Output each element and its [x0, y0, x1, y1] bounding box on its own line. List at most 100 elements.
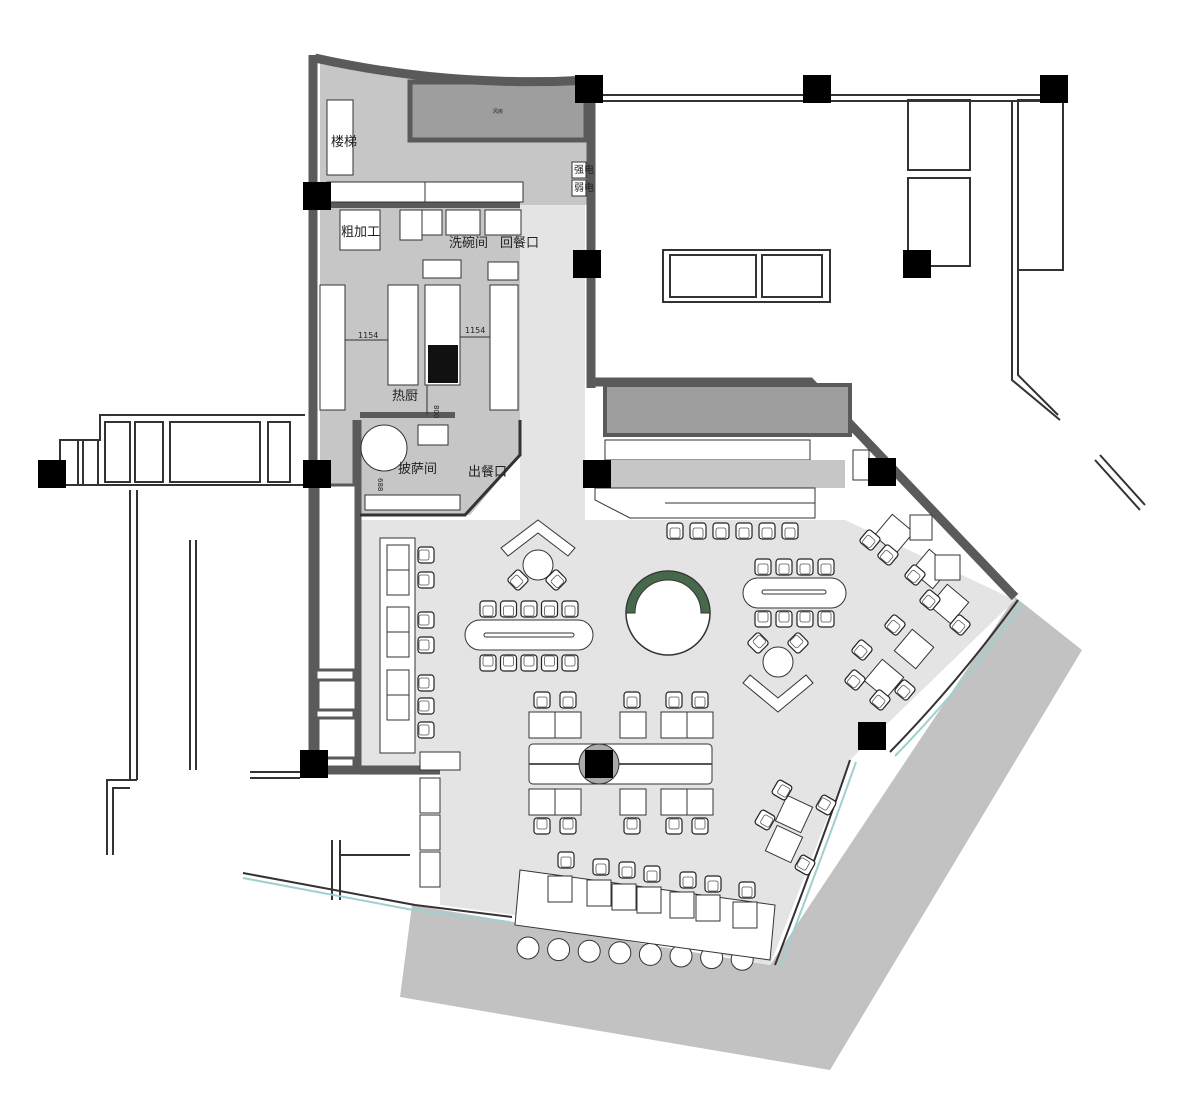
chair — [689, 522, 707, 540]
chair-cushion — [820, 563, 832, 575]
chair-seat — [559, 817, 577, 835]
chair — [817, 558, 835, 576]
chair — [561, 600, 579, 618]
chair-seat — [499, 600, 518, 618]
chair — [754, 610, 772, 628]
table — [686, 711, 714, 739]
chair-seat — [618, 861, 636, 879]
chair-cushion — [922, 594, 936, 609]
chair-cushion — [418, 574, 430, 586]
chair-cushion — [550, 574, 565, 589]
table-inlay — [761, 589, 827, 595]
chair — [417, 697, 435, 715]
chair-cushion — [509, 574, 524, 589]
strong-power-label: 强电 — [574, 163, 594, 176]
round-table — [522, 549, 554, 581]
kitchen-workbenches — [319, 161, 587, 511]
bar-stool — [516, 936, 540, 960]
chair-seat — [796, 558, 814, 576]
chair-seat — [417, 721, 435, 739]
chair-cushion — [694, 818, 706, 830]
table — [732, 901, 758, 929]
chair — [894, 679, 916, 701]
chair-seat — [533, 817, 551, 835]
chair-seat — [533, 691, 551, 709]
table — [547, 875, 573, 903]
chair-cushion — [880, 549, 894, 564]
glass-facade — [242, 599, 1023, 968]
table — [934, 554, 961, 581]
chair-cushion — [523, 605, 535, 617]
chair-seat — [520, 654, 538, 672]
stairs-label: 楼梯 — [331, 135, 357, 150]
table — [619, 711, 647, 739]
chair-cushion — [872, 694, 886, 709]
chair-cushion — [418, 614, 430, 626]
chair — [747, 632, 769, 654]
table — [774, 794, 814, 834]
chair — [775, 610, 793, 628]
chair-seat — [417, 611, 435, 629]
table — [660, 711, 688, 739]
chair-seat — [775, 558, 793, 576]
chair — [704, 875, 722, 893]
chair — [904, 564, 926, 586]
chair-cushion — [817, 797, 831, 811]
table — [619, 788, 647, 816]
chair — [771, 779, 793, 801]
chair-cushion — [799, 563, 811, 575]
column — [868, 458, 896, 486]
chair — [949, 614, 971, 636]
corner-sofa — [500, 519, 576, 557]
chair — [540, 654, 559, 672]
chair-seat — [665, 817, 683, 835]
chair-seat — [738, 881, 756, 899]
column — [573, 250, 601, 278]
weak-power-label: 弱电 — [574, 181, 594, 194]
chair — [775, 558, 793, 576]
chair — [665, 691, 683, 709]
chair-seat — [499, 654, 518, 672]
chair-seat — [623, 691, 641, 709]
table — [554, 788, 582, 816]
chair — [533, 817, 551, 835]
chair — [417, 674, 435, 692]
chair-cushion — [715, 527, 727, 539]
chair-seat — [704, 875, 722, 893]
bar-storage — [603, 383, 852, 437]
chair-cushion — [536, 818, 548, 830]
table — [554, 711, 582, 739]
chair-cushion — [646, 870, 658, 882]
chair-seat — [592, 858, 610, 876]
chair-cushion — [562, 696, 574, 708]
chair-seat — [712, 522, 730, 540]
chair-seat — [479, 600, 497, 618]
chair-seat — [557, 851, 575, 869]
chair — [859, 529, 881, 551]
pizza-room-label: 披萨间 — [398, 462, 437, 477]
chair-cushion — [669, 527, 681, 539]
chair-cushion — [418, 724, 430, 736]
chair-seat — [781, 522, 799, 540]
chair — [796, 558, 814, 576]
chair — [794, 854, 816, 876]
column — [803, 75, 831, 103]
table — [863, 658, 905, 700]
chair-seat — [540, 600, 559, 618]
chair — [499, 600, 518, 618]
chair-cushion — [796, 857, 810, 871]
table — [528, 711, 556, 739]
chair — [851, 639, 873, 661]
chair-cushion — [789, 634, 804, 649]
left-room-small-2 — [316, 716, 358, 760]
chair — [533, 691, 551, 709]
dimension-pizza: 688 — [376, 478, 384, 491]
chair-seat — [417, 636, 435, 654]
bar-stool — [577, 939, 601, 963]
chair-seat — [520, 600, 538, 618]
table — [386, 694, 410, 721]
green-feature-arc — [625, 570, 711, 614]
table — [386, 544, 410, 571]
furniture — [379, 513, 971, 929]
serving-window-label: 出餐口 — [468, 464, 507, 480]
